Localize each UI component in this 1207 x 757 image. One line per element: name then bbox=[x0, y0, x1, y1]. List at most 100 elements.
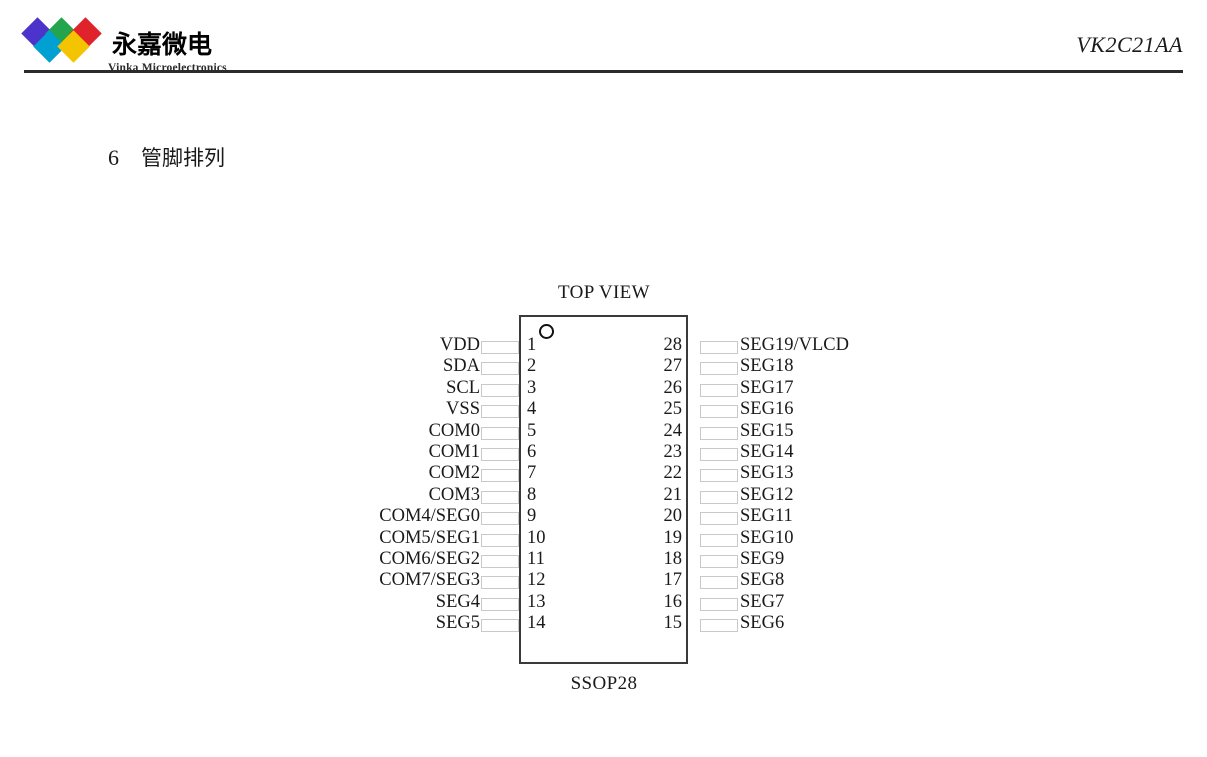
pin-label-left: COM6/SEG2 bbox=[379, 548, 480, 569]
pin-label-right: SEG15 bbox=[740, 420, 794, 441]
pin-label-right: SEG18 bbox=[740, 356, 794, 377]
pin-label-left: SEG5 bbox=[435, 613, 480, 634]
pin-number-left: 13 bbox=[527, 591, 546, 612]
pin-number-right: 22 bbox=[663, 463, 683, 484]
pin-row: SEG5 14 15 SEG6 bbox=[330, 613, 890, 637]
pin-label-right: SEG16 bbox=[740, 399, 794, 420]
pin-row: COM6/SEG2 11 18 SEG9 bbox=[330, 548, 890, 573]
pin-stub-left bbox=[481, 576, 519, 590]
pin-stub-right bbox=[700, 619, 738, 633]
pin-label-left: COM7/SEG3 bbox=[379, 570, 480, 591]
section-number: 6 bbox=[108, 145, 119, 170]
pin-row: COM3 8 21 SEG12 bbox=[330, 484, 890, 509]
pin-row: COM2 7 22 SEG13 bbox=[330, 463, 890, 487]
logo-chinese-name: 永嘉微电 bbox=[112, 31, 213, 59]
pin-number-right: 24 bbox=[663, 420, 683, 441]
pin-stub-left bbox=[481, 512, 519, 526]
pin-stub-right bbox=[700, 341, 738, 354]
pin-label-left: COM5/SEG1 bbox=[379, 527, 480, 548]
page-header: 永嘉微电 Vinka Microelectronics VK2C21AA bbox=[0, 0, 1207, 74]
header-divider bbox=[24, 70, 1183, 73]
pin-number-right: 26 bbox=[663, 377, 683, 398]
document-part-number: VK2C21AA bbox=[1076, 32, 1183, 57]
pin-label-left: SEG4 bbox=[435, 591, 480, 612]
page-title: 6 管脚排列 bbox=[108, 142, 225, 172]
pin-stub-left bbox=[481, 490, 519, 504]
pin-number-right: 20 bbox=[663, 506, 683, 527]
pin-number-left: 14 bbox=[527, 613, 546, 634]
pin-label-left: COM1 bbox=[428, 441, 480, 462]
pin-label-right: SEG8 bbox=[740, 570, 785, 591]
pin-stub-left bbox=[481, 447, 519, 461]
logo-diamonds-icon bbox=[21, 17, 116, 63]
pin-stub-right bbox=[700, 490, 738, 504]
pin-stub-right bbox=[700, 512, 738, 526]
pin-number-left: 10 bbox=[527, 527, 546, 548]
section-title: 管脚排列 bbox=[141, 147, 225, 170]
pin-label-right: SEG13 bbox=[740, 463, 794, 484]
pin-stub-left bbox=[481, 341, 519, 354]
pin-number-left: 5 bbox=[527, 420, 537, 441]
pin-number-right: 28 bbox=[663, 335, 683, 355]
pin-number-left: 12 bbox=[527, 570, 546, 591]
pin-number-right: 23 bbox=[663, 441, 683, 462]
pin-label-left: SCL bbox=[446, 377, 480, 398]
pin-stub-right bbox=[700, 554, 738, 568]
pin-stub-left bbox=[481, 597, 519, 611]
pin-stub-left bbox=[481, 426, 519, 440]
pin-row: COM4/SEG0 9 20 SEG11 bbox=[330, 506, 890, 530]
pin-label-right: SEG17 bbox=[740, 377, 794, 398]
pin-stub-right bbox=[700, 447, 738, 461]
pin-number-right: 25 bbox=[663, 399, 683, 420]
pin-row: SDA 2 27 SEG18 bbox=[330, 356, 890, 380]
pin-number-right: 27 bbox=[663, 356, 683, 377]
pin-label-left: COM2 bbox=[428, 463, 480, 484]
pin-number-left: 6 bbox=[527, 441, 537, 462]
pin-stub-right bbox=[700, 533, 738, 547]
pin-stub-right bbox=[700, 469, 738, 483]
pin-stub-right bbox=[700, 426, 738, 440]
pin-number-left: 2 bbox=[527, 356, 537, 377]
pin-number-right: 18 bbox=[663, 548, 683, 569]
pin-stub-left bbox=[481, 405, 519, 419]
pin-label-right: SEG14 bbox=[740, 441, 794, 462]
pin-label-left: COM3 bbox=[428, 484, 480, 505]
pin-label-right: SEG12 bbox=[740, 484, 794, 505]
pin-row: SCL 3 26 SEG17 bbox=[330, 377, 890, 402]
pin-stub-right bbox=[700, 383, 738, 397]
pin-number-left: 3 bbox=[527, 377, 537, 398]
pin-number-right: 21 bbox=[663, 484, 683, 505]
pin-stub-right bbox=[700, 576, 738, 590]
pin-label-left: COM4/SEG0 bbox=[379, 506, 480, 527]
pin-stub-left bbox=[481, 362, 519, 376]
pin-stub-left bbox=[481, 554, 519, 568]
pin-number-left: 9 bbox=[527, 506, 537, 527]
pin-number-left: 4 bbox=[527, 399, 537, 420]
pin-stub-right bbox=[700, 362, 738, 376]
pin-number-right: 17 bbox=[663, 570, 683, 591]
chip-body-outline bbox=[519, 315, 688, 664]
pin-stub-right bbox=[700, 597, 738, 611]
pin-label-left: VDD bbox=[439, 335, 480, 355]
pin-label-left: VSS bbox=[446, 399, 480, 420]
top-view-label: TOP VIEW bbox=[557, 282, 651, 303]
company-logo: 永嘉微电 Vinka Microelectronics bbox=[21, 14, 344, 74]
package-type-label: SSOP28 bbox=[570, 673, 638, 694]
pin-label-right: SEG7 bbox=[740, 591, 785, 612]
pin-number-left: 11 bbox=[527, 548, 545, 569]
pin-label-right: SEG6 bbox=[740, 613, 785, 634]
pin-number-right: 15 bbox=[663, 613, 683, 634]
pin-label-right: SEG10 bbox=[740, 527, 794, 548]
pin-stub-left bbox=[481, 619, 519, 633]
pin-label-right: SEG11 bbox=[740, 506, 793, 527]
pin-number-left: 8 bbox=[527, 484, 537, 505]
pin-number-left: 7 bbox=[527, 463, 537, 484]
pin-row: COM0 5 24 SEG15 bbox=[330, 420, 890, 445]
pin-label-left: COM0 bbox=[428, 420, 480, 441]
pin-label-left: SDA bbox=[442, 356, 480, 377]
pin-label-right: SEG9 bbox=[740, 548, 785, 569]
